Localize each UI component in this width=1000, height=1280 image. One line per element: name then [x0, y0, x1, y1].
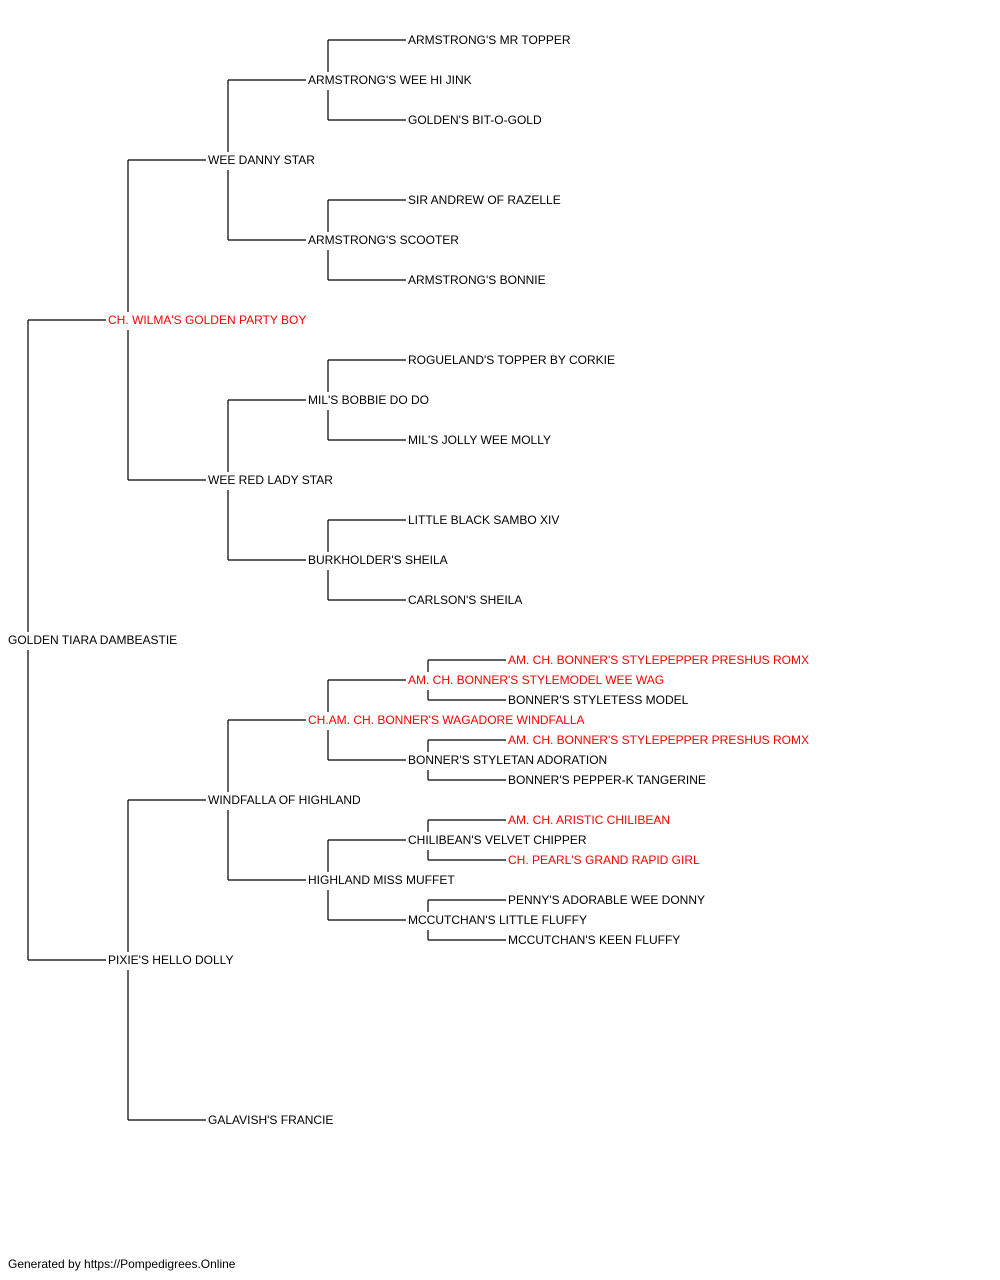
- dog-name: WEE RED LADY STAR: [208, 473, 333, 487]
- dog-name: ARMSTRONG'S MR TOPPER: [408, 33, 571, 47]
- dog-name: CHILIBEAN'S VELVET CHIPPER: [408, 833, 587, 847]
- dog-name: AM. CH. BONNER'S STYLEPEPPER PRESHUS ROM…: [508, 653, 809, 667]
- dog-name: ARMSTRONG'S BONNIE: [408, 273, 546, 287]
- dog-name: BONNER'S PEPPER-K TANGERINE: [508, 773, 706, 787]
- dog-name: MCCUTCHAN'S KEEN FLUFFY: [508, 933, 680, 947]
- dog-name: WEE DANNY STAR: [208, 153, 315, 167]
- dog-name: ROGUELAND'S TOPPER BY CORKIE: [408, 353, 615, 367]
- dog-name: MIL'S JOLLY WEE MOLLY: [408, 433, 551, 447]
- dog-name: CH. WILMA'S GOLDEN PARTY BOY: [108, 313, 306, 327]
- dog-name: PIXIE'S HELLO DOLLY: [108, 953, 233, 967]
- dog-name: BURKHOLDER'S SHEILA: [308, 553, 448, 567]
- dog-name: CH.AM. CH. BONNER'S WAGADORE WINDFALLA: [308, 713, 585, 727]
- dog-name: LITTLE BLACK SAMBO XIV: [408, 513, 559, 527]
- dog-name: WINDFALLA OF HIGHLAND: [208, 793, 361, 807]
- dog-name: GOLDEN'S BIT-O-GOLD: [408, 113, 542, 127]
- dog-name: AM. CH. ARISTIC CHILIBEAN: [508, 813, 670, 827]
- dog-name: GOLDEN TIARA DAMBEASTIE: [8, 633, 177, 647]
- dog-name: ARMSTRONG'S SCOOTER: [308, 233, 459, 247]
- dog-name: MIL'S BOBBIE DO DO: [308, 393, 429, 407]
- dog-name: BONNER'S STYLETESS MODEL: [508, 693, 689, 707]
- dog-name: AM. CH. BONNER'S STYLEMODEL WEE WAG: [408, 673, 664, 687]
- dog-name: AM. CH. BONNER'S STYLEPEPPER PRESHUS ROM…: [508, 733, 809, 747]
- dog-name: ARMSTRONG'S WEE HI JINK: [308, 73, 472, 87]
- dog-name: SIR ANDREW OF RAZELLE: [408, 193, 561, 207]
- footer-credit: Generated by https://Pompedigrees.Online: [8, 1257, 236, 1271]
- dog-name: PENNY'S ADORABLE WEE DONNY: [508, 893, 705, 907]
- dog-name: MCCUTCHAN'S LITTLE FLUFFY: [408, 913, 587, 927]
- dog-name: CARLSON'S SHEILA: [408, 593, 522, 607]
- dog-name: HIGHLAND MISS MUFFET: [308, 873, 455, 887]
- dog-name: GALAVISH'S FRANCIE: [208, 1113, 333, 1127]
- dog-name: BONNER'S STYLETAN ADORATION: [408, 753, 607, 767]
- dog-name: CH. PEARL'S GRAND RAPID GIRL: [508, 853, 700, 867]
